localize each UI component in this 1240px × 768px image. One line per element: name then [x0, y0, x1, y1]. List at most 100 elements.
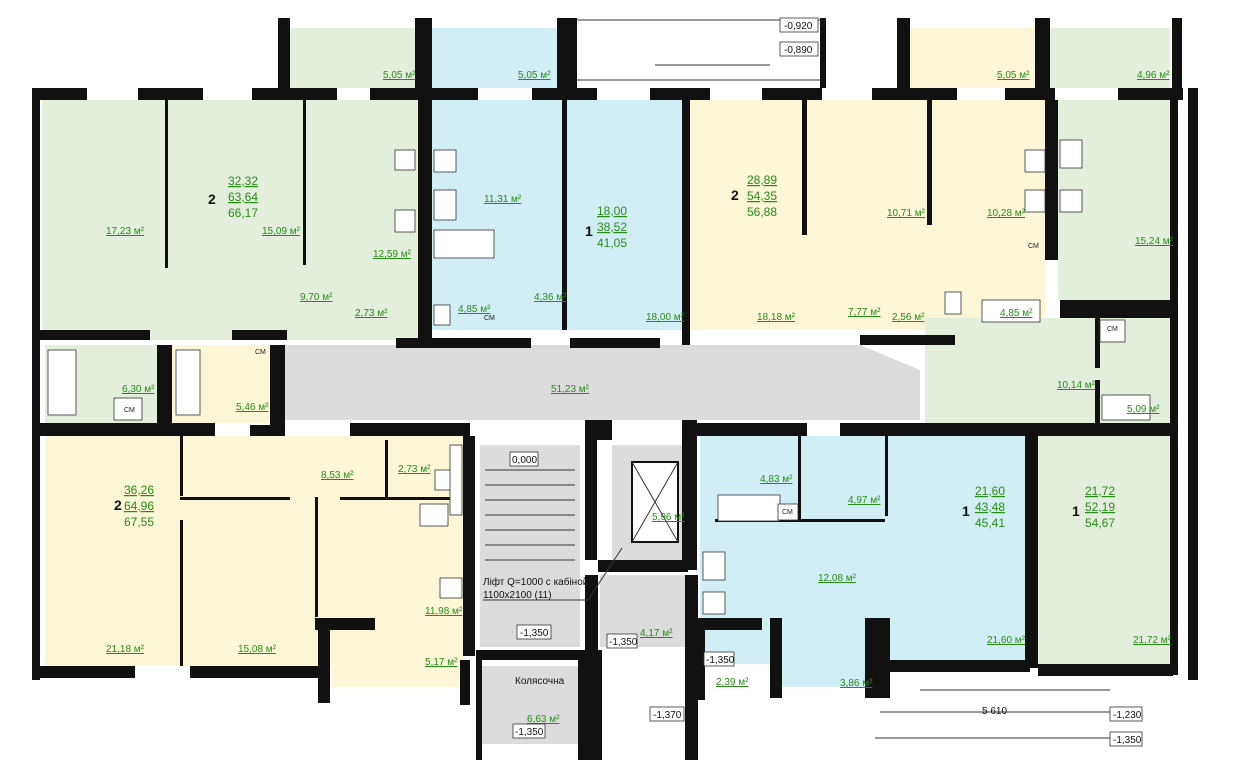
- thin-wall: [180, 497, 290, 500]
- wall: [685, 575, 698, 650]
- wall: [927, 100, 932, 225]
- wall: [1095, 318, 1100, 368]
- apt-ne-rooms: 2: [731, 187, 739, 203]
- se-apartment-area: [1038, 436, 1170, 664]
- sw-balcony-area: [332, 632, 464, 687]
- area-sc-balcony: 3,86 м²: [840, 678, 873, 689]
- area-pram: 6,63 м²: [527, 714, 560, 725]
- wall: [682, 420, 697, 570]
- apt-nw-total: 63,64: [228, 190, 258, 204]
- apt-nw-rooms: 2: [208, 191, 216, 207]
- area-nw-room1: 17,23 м²: [106, 226, 145, 237]
- stove-icon: [439, 577, 463, 599]
- svg-text:-1,350: -1,350: [609, 637, 638, 648]
- wall: [820, 18, 826, 88]
- bathtub-icon: [981, 299, 1041, 323]
- apt-se-living: 21,72: [1085, 484, 1115, 498]
- wall: [32, 88, 40, 680]
- apt-sc-total-balcony: 45,41: [975, 516, 1005, 530]
- cm-label: СМ: [255, 349, 266, 356]
- apt-sw-living: 36,26: [124, 483, 154, 497]
- cm-label: СМ: [782, 509, 793, 516]
- thin-wall: [303, 100, 306, 265]
- wall: [770, 618, 782, 698]
- apt-nw-total-balcony: 66,17: [228, 206, 258, 220]
- wall: [1060, 300, 1175, 318]
- washing-machine-icon: [1099, 319, 1126, 343]
- apt-sc-rooms: 1: [962, 503, 970, 519]
- wall: [1035, 18, 1050, 90]
- level-mark-storage: -1,350: [703, 651, 735, 667]
- area-ne-kitchen: 10,28 м²: [987, 208, 1026, 219]
- svg-text:-0,920: -0,920: [784, 21, 813, 32]
- stair-flight: [485, 469, 575, 561]
- level-mark-lobby: -1,350: [606, 633, 638, 649]
- area-sc-room: 21,60 м²: [987, 635, 1026, 646]
- apt-nc-rooms: 1: [585, 223, 593, 239]
- area-sw-room2: 15,08 м²: [238, 644, 277, 655]
- stair-area: [480, 445, 580, 647]
- cm-label: СМ: [1028, 243, 1039, 250]
- stove-icon: [1059, 189, 1083, 213]
- wall: [476, 650, 601, 660]
- area-nw-kitchen: 12,59 м²: [373, 249, 412, 260]
- area-nc-kitchen: 11,31 м²: [484, 194, 522, 205]
- thin-wall: [180, 520, 183, 666]
- area-lobby: 4,17 м²: [640, 628, 673, 639]
- sink-icon: [1059, 139, 1083, 169]
- wall: [418, 100, 432, 340]
- level-mark-top2: -0,890: [779, 41, 819, 57]
- wall: [1035, 423, 1175, 436]
- wall: [40, 423, 215, 436]
- wall: [1170, 100, 1178, 675]
- area-sw-hall: 8,53 м²: [321, 470, 354, 481]
- wall: [1005, 88, 1055, 100]
- wall: [252, 88, 337, 100]
- area-sw-room1: 21,18 м²: [106, 644, 145, 655]
- level-mark-ramp1: -1,230: [1109, 706, 1143, 722]
- balcony-n2: [432, 28, 557, 88]
- area-sc-storage: 2,39 м²: [716, 677, 749, 688]
- level-mark-top1: -0,920: [779, 17, 819, 33]
- thin-wall: [885, 436, 888, 516]
- wall: [460, 660, 470, 705]
- washing-machine-icon: [113, 397, 143, 421]
- toilet-icon: [434, 469, 452, 491]
- area-mid-bath: 5,46 м²: [236, 402, 269, 413]
- svg-text:-1,350: -1,350: [1113, 735, 1142, 746]
- wall: [1038, 664, 1173, 676]
- balcony-nw: [290, 28, 415, 88]
- ne-apartment-area: [690, 100, 1045, 330]
- area-ne-room1: 18,18 м²: [757, 312, 796, 323]
- apt-sw-total: 64,96: [124, 499, 154, 513]
- area-sw-balcony: 5,17 м²: [425, 657, 458, 668]
- apt-nc-living: 18,00: [597, 204, 627, 218]
- area-nc-hall: 4,36 м²: [534, 292, 567, 303]
- area-e-hall: 10,14 м²: [1057, 380, 1096, 391]
- sink-icon: [394, 209, 416, 233]
- level-mark-ramp2: -1,350: [1109, 731, 1143, 747]
- thin-wall: [165, 100, 168, 268]
- svg-text:-1,350: -1,350: [515, 727, 544, 738]
- wall: [476, 660, 482, 760]
- apt-se-total-balcony: 54,67: [1085, 516, 1115, 530]
- wall: [650, 88, 710, 100]
- wall: [860, 335, 955, 345]
- area-balcony-nw: 5,05 м²: [383, 70, 416, 81]
- cm-label: СМ: [1107, 326, 1118, 333]
- thin-wall: [715, 519, 885, 522]
- level-mark-floor: 0,000: [509, 451, 539, 467]
- sw-apartment-area: [45, 436, 463, 666]
- svg-text:-0,890: -0,890: [784, 45, 813, 56]
- wall: [1118, 88, 1183, 100]
- wall: [157, 345, 172, 425]
- apt-sw-rooms: 2: [114, 497, 122, 513]
- area-se-room: 21,72 м²: [1133, 635, 1172, 646]
- wall: [396, 338, 531, 348]
- wall: [463, 436, 475, 656]
- stove-icon: [1024, 149, 1046, 173]
- pram-room-label: Колясочна: [515, 676, 565, 687]
- wall: [232, 330, 287, 340]
- wall: [685, 650, 698, 760]
- area-balcony-n2: 5,05 м²: [518, 70, 551, 81]
